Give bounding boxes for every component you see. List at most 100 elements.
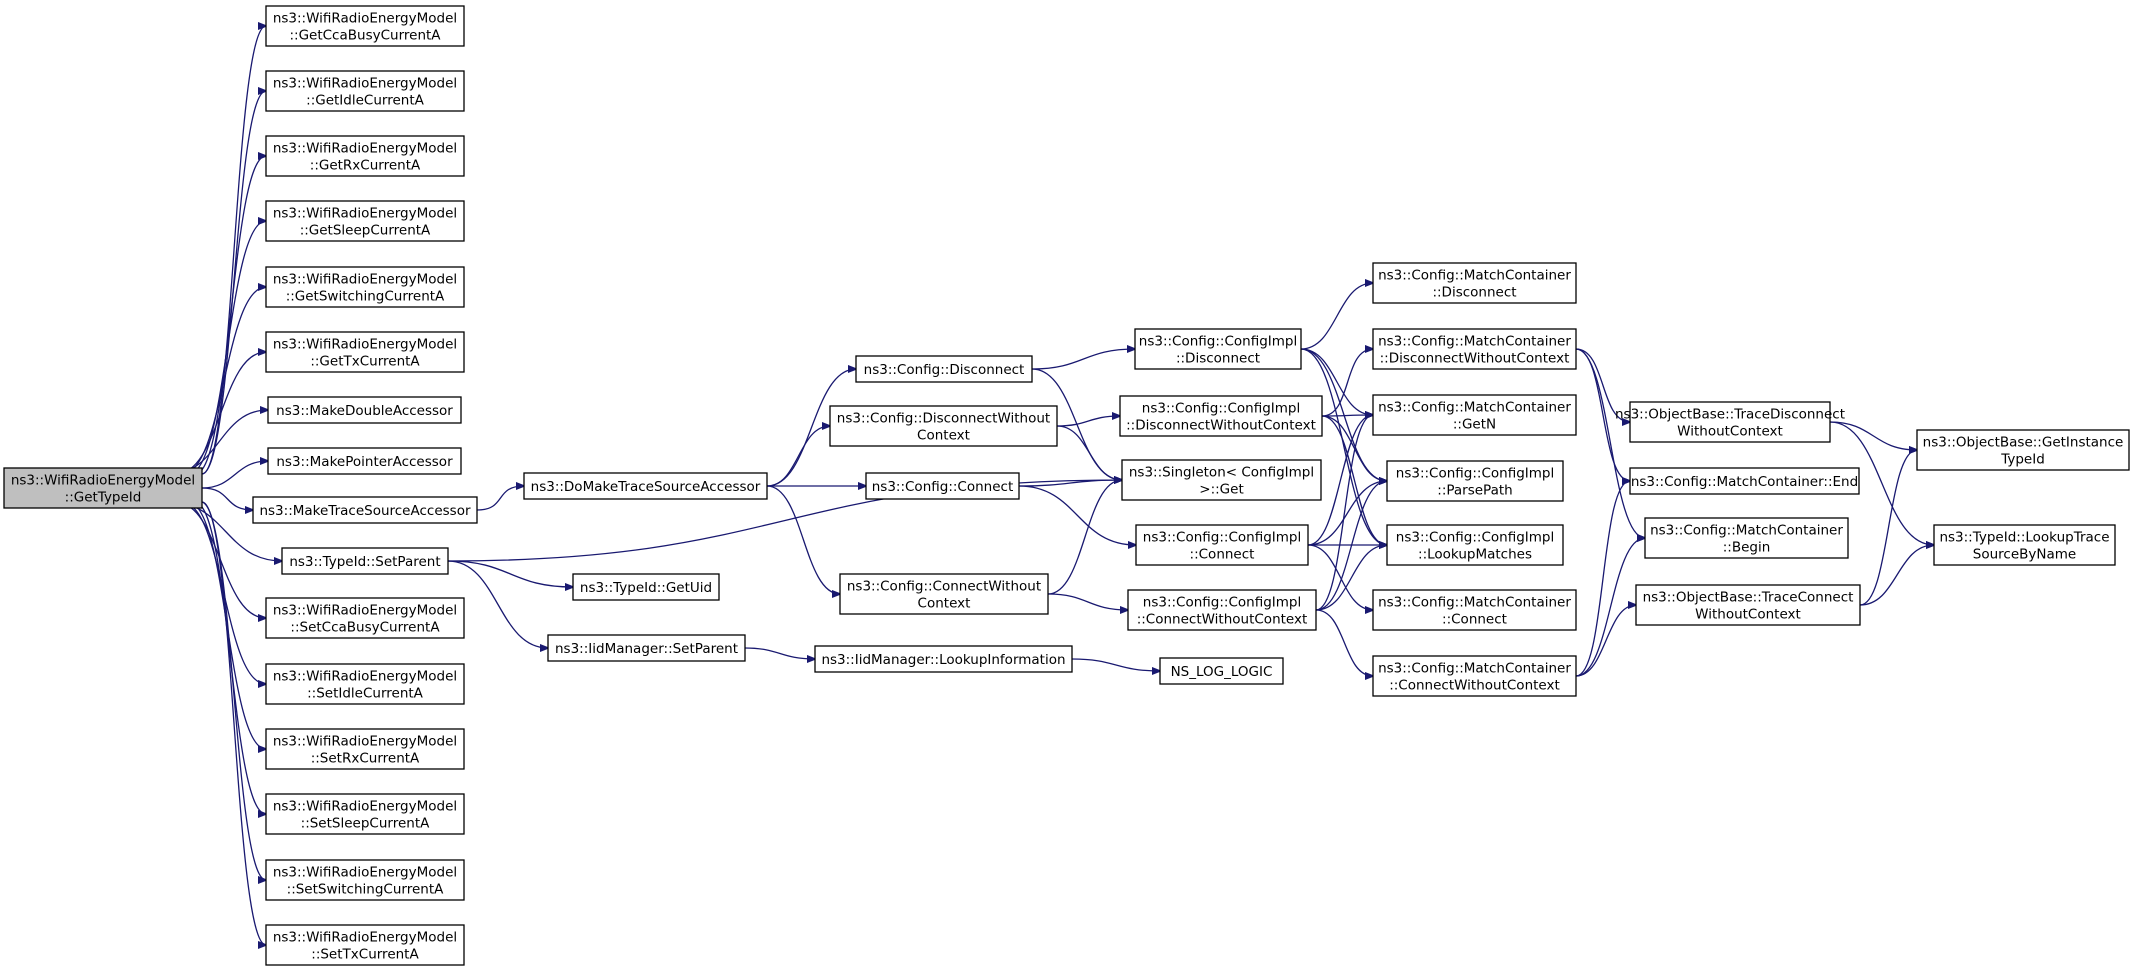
edge-implConnectWC-to-mcConnectWC [1315, 609, 1373, 676]
edge-root-to-setSwitching [200, 501, 266, 880]
node-obTraceConnectWC[interactable]: ns3::ObjectBase::TraceConnectWithoutCont… [1635, 584, 1861, 626]
node-getSleep[interactable]: ns3::WifiRadioEnergyModel::GetSleepCurre… [265, 200, 465, 242]
node-mcDisconnectWC[interactable]: ns3::Config::MatchContainer::DisconnectW… [1372, 328, 1577, 370]
edge-iidSetParent-to-iidLookupInfo [744, 647, 815, 659]
node-mcEnd[interactable]: ns3::Config::MatchContainer::End [1629, 467, 1860, 495]
node-box [1916, 429, 2130, 471]
node-label-line: ::GetSleepCurrentA [300, 223, 431, 239]
edge-configDisconnect-to-implDisconnect [1031, 349, 1135, 370]
node-label-line: ns3::Singleton< ConfigImpl [1129, 465, 1314, 481]
edge-root-to-makePointer [201, 461, 268, 489]
node-box [1644, 517, 1849, 559]
node-setIdle[interactable]: ns3::WifiRadioEnergyModel::SetIdleCurren… [265, 663, 465, 705]
node-label-line: ns3::Config::ConfigImpl [1143, 595, 1301, 611]
edge-root-to-getRx [195, 156, 266, 475]
node-box [572, 573, 720, 601]
node-typeIdGetUid[interactable]: ns3::TypeId::GetUid [572, 573, 720, 601]
node-label-line: ns3::TypeId::GetUid [580, 580, 712, 596]
node-implDisconnectWC[interactable]: ns3::Config::ConfigImpl::DisconnectWitho… [1119, 395, 1323, 437]
edge-implConnectWC-to-implParsePath [1315, 481, 1387, 611]
node-label-line: ns3::Config::ConfigImpl [1396, 530, 1554, 546]
node-label-line: ns3::MakeTraceSourceAccessor [259, 503, 470, 519]
node-label-line: ns3::DoMakeTraceSourceAccessor [531, 479, 761, 495]
node-label-line: ::SetCcaBusyCurrentA [290, 620, 440, 636]
edge-doMakeTrace-to-configConnectWC [766, 485, 840, 594]
node-obTraceDisconnectWC[interactable]: ns3::ObjectBase::TraceDisconnectWithoutC… [1615, 401, 1845, 443]
node-makeDouble[interactable]: ns3::MakeDoubleAccessor [267, 396, 462, 424]
node-box [814, 645, 1073, 673]
node-box [1372, 328, 1577, 370]
edge-configConnect-to-singletonGet [1018, 480, 1122, 487]
node-label-line: ns3::WifiRadioEnergyModel [273, 865, 457, 881]
node-box [265, 793, 465, 835]
node-label-line: ns3::Config::ConfigImpl [1143, 530, 1301, 546]
node-label-line: ns3::WifiRadioEnergyModel [273, 141, 457, 157]
node-box [1135, 524, 1309, 566]
node-typeIdSetParent[interactable]: ns3::TypeId::SetParent [281, 547, 449, 575]
edge-root-to-getSleep [188, 221, 266, 475]
edge-mcConnectWC-to-obTraceConnectWC [1575, 605, 1636, 677]
node-mcGetN[interactable]: ns3::Config::MatchContainer::GetN [1372, 394, 1577, 436]
node-mcBegin[interactable]: ns3::Config::MatchContainer::Begin [1644, 517, 1849, 559]
node-label-line: SourceByName [1973, 547, 2076, 563]
node-label-line: ::SetTxCurrentA [311, 947, 419, 963]
node-getRx[interactable]: ns3::WifiRadioEnergyModel::GetRxCurrentA [265, 135, 465, 177]
edge-root-to-setTx [201, 501, 266, 945]
node-box [1933, 524, 2116, 566]
node-getIdle[interactable]: ns3::WifiRadioEnergyModel::GetIdleCurren… [265, 70, 465, 112]
node-mcConnect[interactable]: ns3::Config::MatchContainer::Connect [1372, 589, 1577, 631]
node-label-line: ::GetSwitchingCurrentA [286, 289, 445, 305]
edge-implDisconnectWC-to-implLookupMatches [1321, 415, 1387, 545]
node-makeTrace[interactable]: ns3::MakeTraceSourceAccessor [252, 496, 478, 524]
node-setRx[interactable]: ns3::WifiRadioEnergyModel::SetRxCurrentA [265, 728, 465, 770]
node-setCcaBusy[interactable]: ns3::WifiRadioEnergyModel::SetCcaBusyCur… [265, 597, 465, 639]
node-makePointer[interactable]: ns3::MakePointerAccessor [267, 447, 462, 475]
node-box [1372, 589, 1577, 631]
node-box [1127, 589, 1317, 631]
node-box [267, 447, 462, 475]
node-label-line: ns3::MakePointerAccessor [276, 454, 453, 470]
node-label-line: ns3::Config::ConfigImpl [1139, 334, 1297, 350]
node-label-line: ns3::Config::Disconnect [864, 362, 1025, 378]
node-implConnect[interactable]: ns3::Config::ConfigImpl::Connect [1135, 524, 1309, 566]
node-box [1629, 401, 1831, 443]
node-getCcaBusy[interactable]: ns3::WifiRadioEnergyModel::GetCcaBusyCur… [265, 5, 465, 47]
node-label-line: ::SetSleepCurrentA [301, 816, 430, 832]
node-configConnect[interactable]: ns3::Config::Connect [865, 472, 1020, 500]
node-setTx[interactable]: ns3::WifiRadioEnergyModel::SetTxCurrentA [265, 924, 465, 966]
node-mcDisconnect[interactable]: ns3::Config::MatchContainer::Disconnect [1372, 262, 1577, 304]
node-doMakeTrace[interactable]: ns3::DoMakeTraceSourceAccessor [523, 472, 768, 500]
edge-typeIdSetParent-to-typeIdGetUid [447, 560, 573, 587]
edge-root-to-getSwitching [182, 287, 266, 475]
edge-root-to-makeTrace [201, 487, 253, 510]
node-singletonGet[interactable]: ns3::Singleton< ConfigImpl >::Get [1121, 459, 1322, 501]
node-getTx[interactable]: ns3::WifiRadioEnergyModel::GetTxCurrentA [265, 331, 465, 373]
node-root[interactable]: ns3::WifiRadioEnergyModel::GetTypeId [3, 467, 203, 509]
node-box [1372, 655, 1577, 697]
edge-mcDisconnectWC-to-mcBegin [1575, 348, 1645, 538]
node-implLookupMatches[interactable]: ns3::Config::ConfigImpl::LookupMatches [1386, 524, 1564, 566]
node-implDisconnect[interactable]: ns3::Config::ConfigImpl::Disconnect [1134, 328, 1302, 370]
node-configConnectWC[interactable]: ns3::Config::ConnectWithoutContext [839, 573, 1049, 615]
node-mcConnectWC[interactable]: ns3::Config::MatchContainer::ConnectWith… [1372, 655, 1577, 697]
node-nsLogLogic[interactable]: NS_LOG_LOGIC [1159, 657, 1284, 685]
edge-implConnect-to-mcConnect [1307, 544, 1373, 610]
node-label-line: ns3::Config::MatchContainer [1378, 661, 1571, 677]
node-box [547, 634, 746, 662]
node-implParsePath[interactable]: ns3::Config::ConfigImpl::ParsePath [1386, 460, 1564, 502]
node-label-line: ns3::WifiRadioEnergyModel [273, 76, 457, 92]
node-label-line: ns3::WifiRadioEnergyModel [11, 473, 195, 489]
node-configDisconnectWC[interactable]: ns3::Config::DisconnectWithoutContext [829, 405, 1058, 447]
node-setSleep[interactable]: ns3::WifiRadioEnergyModel::SetSleepCurre… [265, 793, 465, 835]
node-iidLookupInfo[interactable]: ns3::IidManager::LookupInformation [814, 645, 1073, 673]
node-configDisconnect[interactable]: ns3::Config::Disconnect [855, 355, 1033, 383]
node-box [265, 924, 465, 966]
node-getSwitching[interactable]: ns3::WifiRadioEnergyModel::GetSwitchingC… [265, 266, 465, 308]
node-setSwitching[interactable]: ns3::WifiRadioEnergyModel::SetSwitchingC… [265, 859, 465, 901]
node-implConnectWC[interactable]: ns3::Config::ConfigImpl::ConnectWithoutC… [1127, 589, 1317, 631]
node-label-line: ns3::Config::MatchContainer [1650, 523, 1843, 539]
node-iidSetParent[interactable]: ns3::IidManager::SetParent [547, 634, 746, 662]
edge-configConnectWC-to-singletonGet [1047, 480, 1122, 595]
